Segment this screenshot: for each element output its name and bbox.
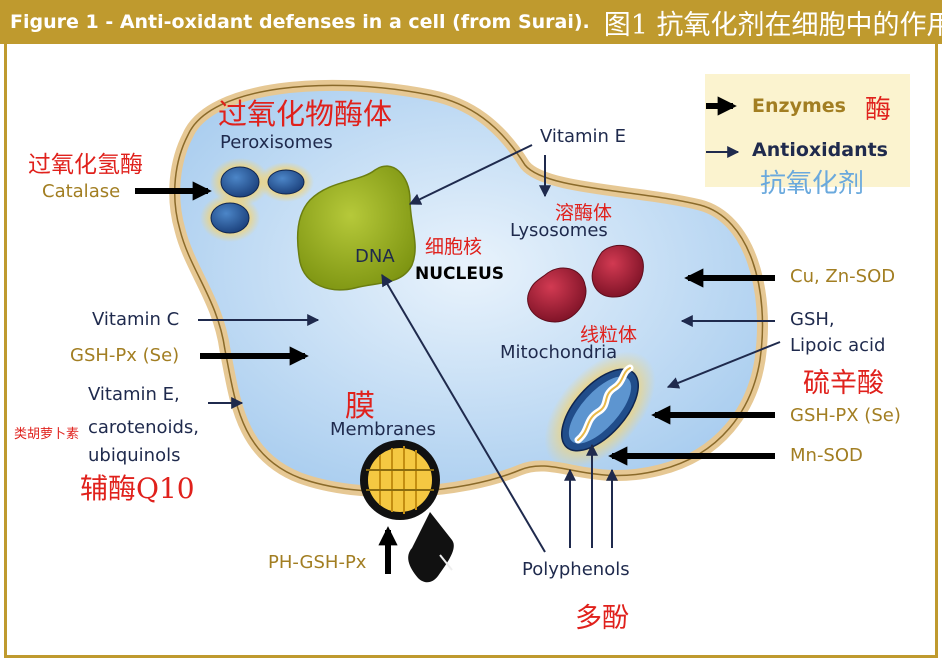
ph-gsh-px-label: PH-GSH-Px [268, 552, 367, 573]
legend-antioxidants-label: Antioxidants [752, 139, 888, 161]
nucleus-label: NUCLEUS [415, 264, 505, 284]
cell-membrane-outline [174, 84, 764, 493]
legend-antioxidants-zh: 抗氧化剂 [760, 169, 865, 199]
lipoic-acid-arrow [666, 341, 781, 389]
enzyme-arrows [135, 181, 775, 574]
polyphenols-label: Polyphenols [522, 559, 630, 580]
mitochondria-zh-label: 线粒体 [580, 324, 638, 346]
legend-enzymes-label: Enzymes [752, 95, 846, 117]
peroxisomes-label: Peroxisomes [220, 132, 333, 153]
header-bar: Figure 1 - Anti-oxidant defenses in a ce… [0, 0, 942, 44]
lipoic-acid-zh-label: 硫辛酸 [803, 368, 884, 399]
mitochondria-label: Mitochondria [500, 342, 618, 363]
mn-sod-label: Mn-SOD [790, 445, 863, 466]
figure-panel [4, 44, 938, 658]
antioxidant-arrows [198, 144, 781, 553]
catalase-label: Catalase [42, 181, 121, 202]
magnifier [360, 440, 454, 583]
polyphenols-zh-label: 多酚 [575, 603, 629, 634]
lysosomes-label: Lysosomes [510, 220, 608, 241]
peroxisomes-zh-label: 过氧化物酶体 [218, 97, 393, 131]
vitamin-e-to-nucleus-arrow [408, 144, 533, 205]
vitamin-e-membrane-label-line2: carotenoids, [88, 417, 200, 438]
legend-box [705, 74, 910, 187]
vitamin-c-label: Vitamin C [92, 309, 180, 330]
nucleus-shape [296, 165, 416, 291]
peroxisomes [200, 158, 314, 242]
figure-title-chinese: 图1 抗氧化剂在细胞中的作用 [603, 9, 942, 41]
membranes-label: Membranes [330, 419, 436, 440]
mitochondrion [544, 351, 656, 469]
figure-title: Figure 1 - Anti-oxidant defenses in a ce… [10, 11, 590, 33]
vitamin-e-membrane-label-line3: ubiquinols [88, 445, 181, 466]
nucleus-zh-label: 细胞核 [425, 236, 483, 258]
lysosomes-zh-label: 溶酶体 [555, 202, 613, 224]
polyphenols-to-dna-arrow [381, 273, 546, 553]
gsh-px-left-label: GSH-Px (Se) [70, 345, 180, 366]
dna-label: DNA [355, 246, 395, 267]
coq10-zh-label: 辅酶Q10 [80, 472, 195, 505]
vitamin-e-membrane-label-line1: Vitamin E, [88, 384, 180, 405]
catalase-zh-label: 过氧化氢酶 [28, 152, 143, 178]
cu-zn-sod-label: Cu, Zn-SOD [790, 266, 896, 287]
legend-enzymes-zh: 酶 [865, 95, 892, 125]
lysosomes [527, 244, 644, 323]
gsh-label: GSH, [790, 309, 835, 330]
carotenoids-zh-label: 类胡萝卜素 [14, 427, 80, 442]
lipoic-acid-label: Lipoic acid [790, 335, 886, 356]
gsh-px-right-label: GSH-PX (Se) [790, 405, 901, 426]
membranes-zh-label: 膜 [345, 389, 375, 424]
vitamin-e-top-label: Vitamin E [540, 126, 627, 147]
